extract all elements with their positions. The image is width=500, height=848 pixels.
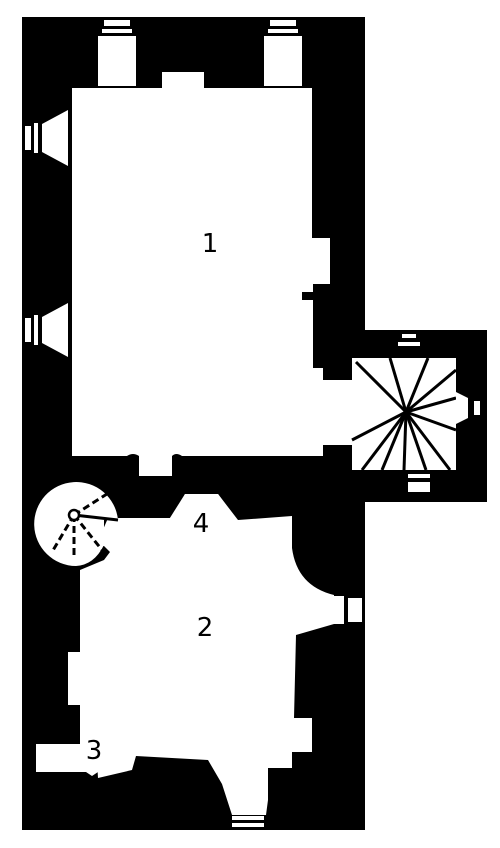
room-3-label: 3	[86, 736, 103, 766]
room-4-niche	[168, 494, 238, 521]
window-bottom	[232, 816, 264, 827]
room-2-label: 2	[197, 613, 214, 643]
spiral-stair-tower	[351, 334, 480, 492]
window-right-room-2	[334, 596, 362, 624]
spiral-stair-small	[34, 482, 119, 566]
room-2-floor	[68, 494, 334, 815]
room-1-floor	[72, 72, 352, 476]
window-top-right	[264, 20, 302, 86]
window-left-upper	[25, 110, 68, 166]
room-1-label: 1	[202, 229, 219, 259]
window-top-left	[98, 20, 136, 86]
room-3-floor	[36, 740, 98, 776]
window-left-lower	[25, 303, 68, 357]
room-4-label: 4	[193, 509, 210, 539]
